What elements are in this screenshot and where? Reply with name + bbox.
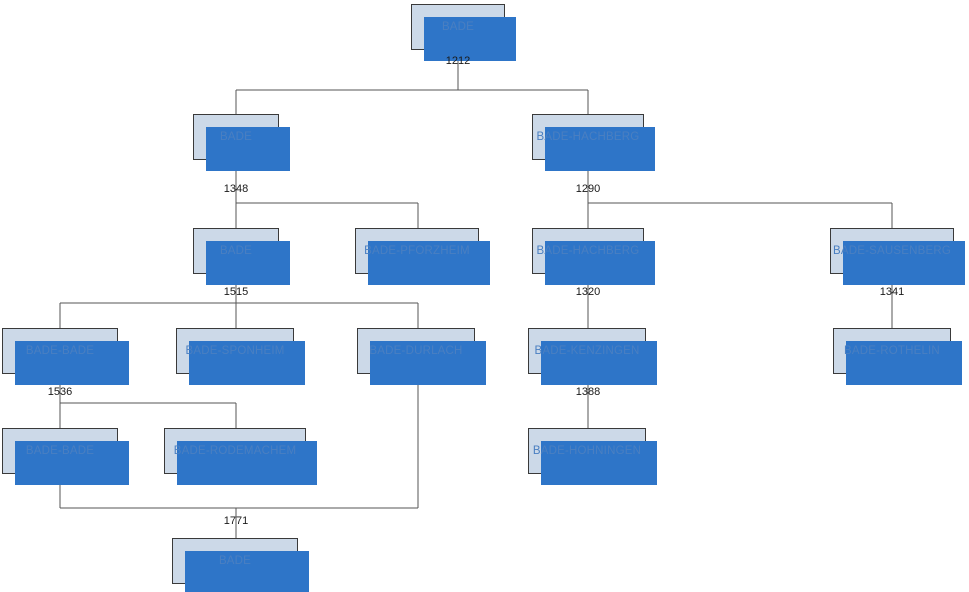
node-label: BADE-BADE <box>25 345 95 357</box>
node-label: BADE-SAUSENBERG <box>832 245 952 257</box>
node-bade-hachberg[interactable]: BADE-HACHBERG <box>532 114 655 171</box>
node-bade-kenzingen[interactable]: BADE-KENZINGEN <box>528 328 657 385</box>
node-shadow <box>15 441 129 485</box>
node-label: BADE-HOHNINGEN <box>532 445 642 457</box>
node-bade-hachberg[interactable]: BADE-HACHBERG <box>532 228 655 285</box>
node-label: BADE-KENZINGEN <box>534 345 640 357</box>
node-shadow <box>541 441 657 485</box>
year-label-1388: 1388 <box>575 386 601 398</box>
node-shadow <box>541 341 657 385</box>
node-label: BADE-PFORZHEIM <box>364 245 470 257</box>
node-label: BADE <box>219 245 253 257</box>
node-shadow <box>189 341 305 385</box>
node-label: BADE <box>219 131 253 143</box>
node-bade[interactable]: BADE <box>193 114 290 171</box>
node-label: BADE-HACHBERG <box>536 131 640 143</box>
node-shadow <box>206 241 290 285</box>
node-label: BADE-RODEMACHEM <box>173 445 297 457</box>
node-shadow <box>545 241 655 285</box>
year-label-1341: 1341 <box>879 286 905 298</box>
year-label-1212: 1212 <box>445 55 471 67</box>
node-label: BADE <box>218 555 252 567</box>
node-shadow <box>15 341 129 385</box>
node-label: BADE-HACHBERG <box>536 245 640 257</box>
node-shadow <box>843 241 965 285</box>
node-shadow <box>206 127 290 171</box>
node-bade[interactable]: BADE <box>411 4 516 61</box>
year-label-1290: 1290 <box>575 183 601 195</box>
node-bade-sausenberg[interactable]: BADE-SAUSENBERG <box>830 228 965 285</box>
year-label-1771: 1771 <box>223 515 249 527</box>
node-bade-pforzheim[interactable]: BADE-PFORZHEIM <box>355 228 490 285</box>
node-bade-rothelin[interactable]: BADE-ROTHELIN <box>833 328 962 385</box>
node-label: BADE-DURLACH <box>369 345 463 357</box>
node-shadow <box>177 441 317 485</box>
node-bade-hohningen[interactable]: BADE-HOHNINGEN <box>528 428 657 485</box>
node-label: BADE-BADE <box>25 445 95 457</box>
year-label-1515: 1515 <box>223 286 249 298</box>
node-bade-sponheim[interactable]: BADE-SPONHEIM <box>176 328 305 385</box>
node-label: BADE <box>441 21 475 33</box>
node-bade-bade[interactable]: BADE-BADE <box>2 328 129 385</box>
node-bade[interactable]: BADE <box>193 228 290 285</box>
node-shadow <box>846 341 962 385</box>
year-label-1348: 1348 <box>223 183 249 195</box>
node-bade-rodemachem[interactable]: BADE-RODEMACHEM <box>164 428 317 485</box>
node-shadow <box>545 127 655 171</box>
year-label-1320: 1320 <box>575 286 601 298</box>
node-bade-durlach[interactable]: BADE-DURLACH <box>357 328 486 385</box>
node-shadow <box>370 341 486 385</box>
node-shadow <box>424 17 516 61</box>
node-bade-bade[interactable]: BADE-BADE <box>2 428 129 485</box>
node-bade[interactable]: BADE <box>172 538 309 592</box>
node-shadow <box>185 551 309 592</box>
node-shadow <box>368 241 490 285</box>
node-label: BADE-SPONHEIM <box>185 345 285 357</box>
year-label-1536: 1536 <box>47 386 73 398</box>
node-label: BADE-ROTHELIN <box>844 345 940 357</box>
